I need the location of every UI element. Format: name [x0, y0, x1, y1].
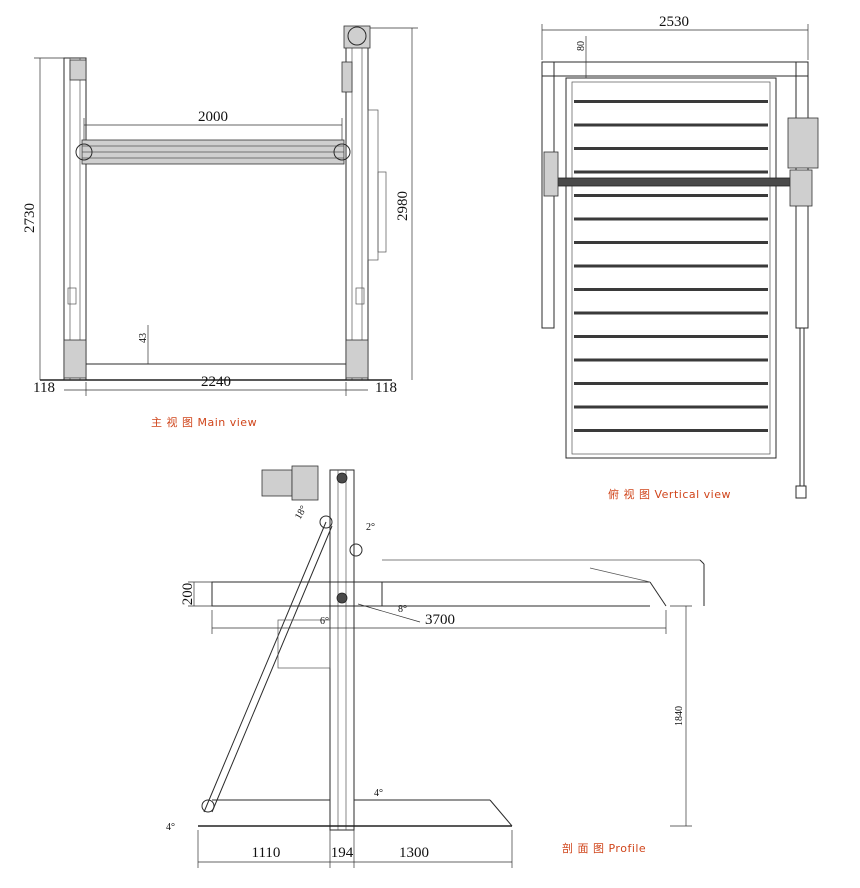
dim-overall-width: 2530: [659, 14, 689, 30]
slat: [574, 147, 768, 150]
dim-inner-width: 2240: [201, 374, 231, 390]
caption-main-view: 主 视 图 Main view: [151, 415, 257, 429]
dim-column-width: 194: [331, 845, 354, 861]
dim-total-height: 2980: [395, 191, 411, 221]
angle-8: 8°: [398, 604, 407, 615]
slat: [574, 264, 768, 268]
slat: [574, 194, 768, 197]
dim-clearance: 43: [138, 333, 149, 343]
slat: [574, 241, 768, 244]
dim-front-length: 1300: [399, 845, 429, 861]
angle-4-right: 4°: [374, 788, 383, 799]
profile-view: 200 3700 1840 1110 194 1300 18° 2° 8° 6°…: [166, 465, 705, 868]
platform-slats: [574, 100, 768, 432]
slat: [574, 100, 768, 103]
slat: [574, 217, 768, 221]
slat: [574, 335, 768, 338]
slat: [574, 311, 768, 315]
dim-lift-height: 1840: [674, 706, 685, 726]
slat: [574, 123, 768, 127]
dim-platform-width: 2000: [198, 109, 228, 125]
slat: [574, 405, 768, 409]
angle-18: 18°: [293, 504, 310, 522]
angle-2: 2°: [366, 522, 375, 533]
dim-platform-thickness: 200: [180, 583, 196, 606]
dim-platform-length: 3700: [425, 612, 455, 628]
dim-back-length: 1110: [252, 845, 281, 861]
slat: [574, 288, 768, 291]
slat: [574, 382, 768, 385]
angle-6: 6°: [320, 616, 329, 627]
slat: [574, 358, 768, 362]
angle-4-left: 4°: [166, 822, 175, 833]
caption-vertical-view: 俯 视 图 Vertical view: [608, 487, 731, 501]
dim-top-margin: 80: [576, 41, 587, 51]
dim-right-offset: 118: [375, 380, 397, 396]
dim-left-offset: 118: [33, 380, 55, 396]
caption-profile: 剖 面 图 Profile: [562, 841, 646, 855]
slat: [574, 429, 768, 432]
main-view: 2000 2730 2980 43 2240 118 118 主 视 图 Mai…: [22, 25, 418, 429]
slat: [574, 170, 768, 174]
vertical-view: 2530 80 俯 视 图 Vertical view: [541, 14, 819, 501]
dim-column-height: 2730: [22, 203, 38, 233]
